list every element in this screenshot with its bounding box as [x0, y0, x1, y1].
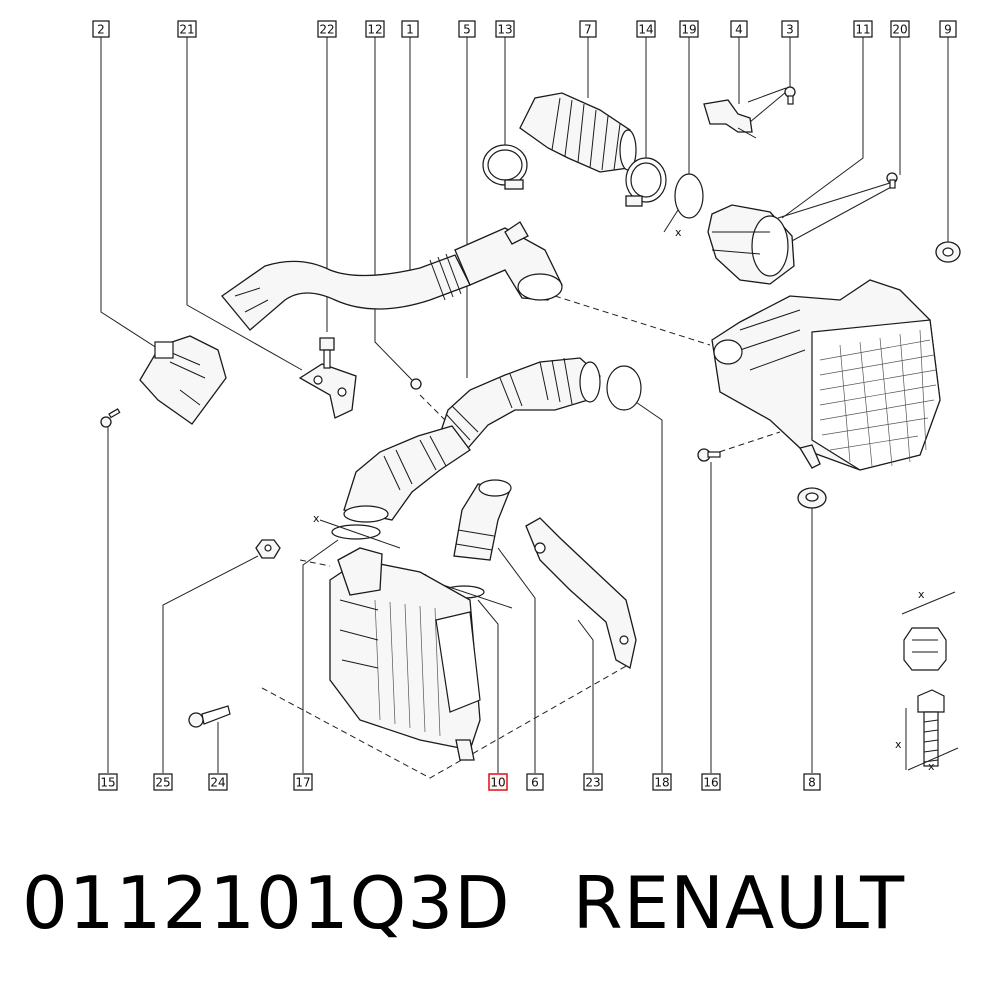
svg-text:15: 15 [100, 776, 115, 790]
svg-text:2: 2 [97, 23, 105, 37]
callout-16: 16 [701, 773, 721, 791]
part-20-bolt [886, 172, 898, 189]
part-24-bolt [188, 705, 231, 728]
svg-text:25: 25 [155, 776, 170, 790]
part-18-gasket [606, 365, 642, 411]
dimension-x-label: x [313, 512, 320, 525]
caption: 0112101Q3D RENAULT [22, 858, 905, 948]
part-21-mounting-plate [298, 363, 357, 419]
callout-13: 13 [495, 20, 515, 38]
callout-24: 24 [208, 773, 228, 791]
callout-14: 14 [636, 20, 656, 38]
part-2-bracket [139, 335, 227, 425]
svg-text:8: 8 [808, 776, 816, 790]
part-9-grommet [935, 241, 961, 263]
svg-text:9: 9 [944, 23, 952, 37]
svg-text:12: 12 [367, 23, 382, 37]
part-8-grommet [797, 487, 827, 509]
air-filter-box [711, 279, 941, 471]
part-12-nut [410, 378, 422, 390]
part-7-air-hose [519, 92, 637, 173]
part-17-o-ring: x [313, 512, 401, 549]
callout-labels: 2 21 22 12 1 5 13 7 14 19 4 3 11 20 9 15… [92, 20, 957, 791]
callout-25: 25 [153, 773, 173, 791]
svg-text:18: 18 [654, 776, 669, 790]
part-3-screw [784, 86, 796, 105]
dimension-x-label: x [895, 738, 902, 751]
part-1-intake-duct [221, 221, 563, 331]
leader-lines [100, 37, 949, 773]
callout-11: 11 [853, 20, 873, 38]
svg-text:14: 14 [638, 23, 653, 37]
callout-10-highlighted: 10 [488, 773, 508, 791]
svg-text:16: 16 [703, 776, 718, 790]
callout-7: 7 [579, 20, 597, 38]
dimension-x-label: x [928, 760, 935, 773]
part-number: 0112101Q3D [22, 861, 511, 945]
svg-text:21: 21 [179, 23, 194, 37]
svg-text:3: 3 [786, 23, 794, 37]
brand-name: RENAULT [572, 861, 906, 945]
svg-text:10: 10 [490, 776, 505, 790]
part-22-bolt [319, 337, 335, 369]
callout-17: 17 [293, 773, 313, 791]
svg-text:4: 4 [735, 23, 743, 37]
callout-22: 22 [317, 20, 337, 38]
part-19-seal: x [663, 173, 704, 239]
svg-text:23: 23 [585, 776, 600, 790]
callout-8: 8 [803, 773, 821, 791]
callout-20: 20 [890, 20, 910, 38]
legend-bolt-detail: x x [895, 689, 959, 773]
dimension-x-label: x [675, 226, 682, 239]
svg-text:1: 1 [406, 23, 414, 37]
callout-5: 5 [458, 20, 476, 38]
callout-15: 15 [98, 773, 118, 791]
part-16-bolt [697, 448, 721, 462]
callout-3: 3 [781, 20, 799, 38]
callout-4: 4 [730, 20, 748, 38]
svg-text:22: 22 [319, 23, 334, 37]
callout-19: 19 [679, 20, 699, 38]
assembly-dashed-lines [261, 295, 781, 779]
callout-9: 9 [939, 20, 957, 38]
part-13-clamp [482, 144, 528, 190]
part-15-bolt [100, 408, 121, 428]
part-25-nut [255, 539, 281, 559]
intercooler-inlet-hose [343, 425, 471, 523]
part-14-clamp [625, 157, 667, 207]
part-11-flow-meter [707, 204, 795, 285]
callout-21: 21 [177, 20, 197, 38]
dimension-x-label: x [918, 588, 925, 601]
svg-text:19: 19 [681, 23, 696, 37]
svg-text:24: 24 [210, 776, 225, 790]
part-5-turbo-hose [437, 357, 601, 449]
callout-2: 2 [92, 20, 110, 38]
svg-text:20: 20 [892, 23, 907, 37]
svg-text:13: 13 [497, 23, 512, 37]
svg-text:7: 7 [584, 23, 592, 37]
svg-text:6: 6 [531, 776, 539, 790]
callout-1: 1 [401, 20, 419, 38]
intercooler [329, 547, 481, 761]
callout-6: 6 [526, 773, 544, 791]
callout-23: 23 [583, 773, 603, 791]
callout-18: 18 [652, 773, 672, 791]
legend-nut-detail: x [901, 588, 956, 671]
part-4-sensor [703, 99, 757, 139]
svg-text:11: 11 [855, 23, 870, 37]
callout-12: 12 [365, 20, 385, 38]
svg-text:5: 5 [463, 23, 471, 37]
part-23-bracket [525, 517, 637, 670]
svg-text:17: 17 [295, 776, 310, 790]
part-6-elbow-hose [453, 479, 512, 561]
